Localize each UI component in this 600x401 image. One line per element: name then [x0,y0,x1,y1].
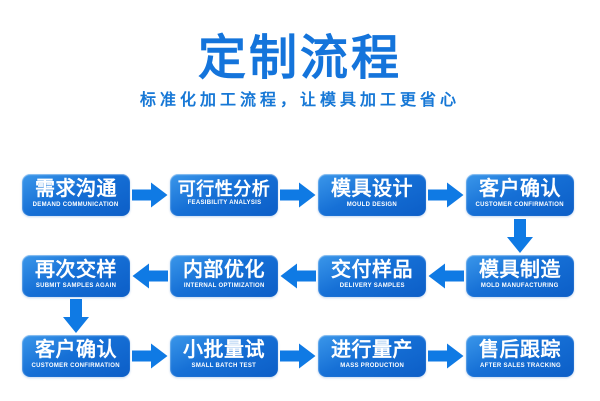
step-customer-confirmation-1: 客户确认 CUSTOMER CONFIRMATION [466,174,574,216]
page-title: 定制流程 [197,32,402,85]
down-arrow-icon [63,299,89,333]
step-caption-en: FEASIBILITY ANALYSIS [187,199,261,207]
step-submit-samples-again: 再次交样 SUBMIT SAMPLES AGAIN [22,255,130,297]
step-title-zh: 再次交样 [35,258,117,281]
step-customer-confirmation-2: 客户确认 CUSTOMER CONFIRMATION [22,335,130,377]
step-title-zh: 售后跟踪 [479,338,561,361]
step-delivery-samples: 交付样品 DELIVERY SAMPLES [318,255,426,297]
right-arrow-icon [132,182,168,208]
step-caption-en: SUBMIT SAMPLES AGAIN [35,281,117,289]
step-title-zh: 客户确认 [35,338,117,361]
step-title-zh: 交付样品 [331,258,413,281]
step-caption-en: DELIVERY SAMPLES [339,281,405,289]
step-caption-en: MOULD DESIGN [346,200,398,208]
step-caption-en: CUSTOMER CONFIRMATION [31,361,121,369]
step-title-zh: 进行量产 [331,338,413,361]
step-title-zh: 小批量试 [183,338,265,361]
step-title-zh: 客户确认 [479,177,561,200]
step-caption-en: INTERNAL OPTIMIZATION [183,281,265,289]
step-title-zh: 模具设计 [331,177,413,200]
step-caption-en: AFTER SALES TRACKING [479,361,561,369]
step-title-zh: 需求沟通 [35,177,117,200]
step-mold-manufacturing: 模具制造 MOLD MANUFACTURING [466,255,574,297]
down-arrow-icon [507,219,533,253]
right-arrow-icon [428,182,464,208]
left-arrow-icon [132,263,168,289]
step-small-batch-test: 小批量试 SMALL BATCH TEST [170,335,278,377]
left-arrow-icon [428,263,464,289]
step-internal-optimization: 内部优化 INTERNAL OPTIMIZATION [170,255,278,297]
step-caption-en: DEMAND COMMUNICATION [33,200,119,208]
step-caption-en: MOLD MANUFACTURING [481,281,559,289]
right-arrow-icon [280,182,316,208]
step-mould-design: 模具设计 MOULD DESIGN [318,174,426,216]
step-feasibility-analysis: 可行性分析 FEASIBILITY ANALYSIS [170,174,278,216]
right-arrow-icon [280,343,316,369]
step-demand-communication: 需求沟通 DEMAND COMMUNICATION [22,174,130,216]
step-caption-en: SMALL BATCH TEST [191,361,257,369]
step-caption-en: MASS PRODUCTION [340,361,404,369]
right-arrow-icon [428,343,464,369]
step-mass-production: 进行量产 MASS PRODUCTION [318,335,426,377]
step-title-zh: 可行性分析 [177,178,271,199]
page-subtitle: 标准化加工流程，让模具加工更省心 [139,92,460,109]
step-title-zh: 模具制造 [479,258,561,281]
step-caption-en: CUSTOMER CONFIRMATION [475,200,565,208]
step-after-sales-tracking: 售后跟踪 AFTER SALES TRACKING [466,335,574,377]
step-title-zh: 内部优化 [183,258,265,281]
left-arrow-icon [280,263,316,289]
right-arrow-icon [132,343,168,369]
